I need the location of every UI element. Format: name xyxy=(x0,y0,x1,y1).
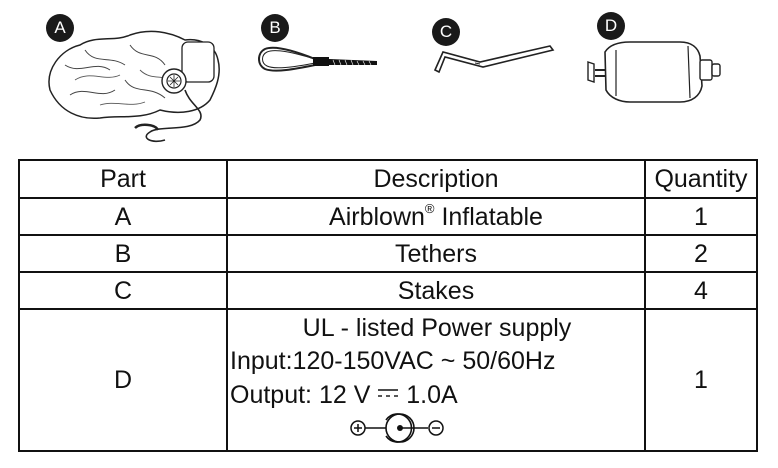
table-row: C Stakes 4 xyxy=(18,271,758,310)
parts-illustrations: A B C D xyxy=(0,0,778,160)
table-row: A Airblown® Inflatable 1 xyxy=(18,197,758,236)
description-suffix: Inflatable xyxy=(434,202,543,231)
badge-d: D xyxy=(597,12,625,40)
badge-c: C xyxy=(432,18,460,46)
quantity-cell: 4 xyxy=(644,271,758,310)
output-current: 1.0A xyxy=(406,381,458,409)
table-row: B Tethers 2 xyxy=(18,234,758,273)
inflatable-icon xyxy=(48,30,220,143)
description-cell: Airblown® Inflatable xyxy=(226,197,646,236)
quantity-cell: 1 xyxy=(644,308,758,452)
input-rating: Input:120-150VAC ~ 50/60Hz xyxy=(230,347,556,375)
registered-mark: ® xyxy=(424,200,435,216)
description-cell: UL - listed Power supply Input:120-150VA… xyxy=(226,308,646,452)
part-cell: A xyxy=(18,197,228,236)
table-row: D UL - listed Power supply Input:120-150… xyxy=(18,308,758,452)
output-voltage: Output: 12 V xyxy=(230,381,371,409)
header-quantity: Quantity xyxy=(644,159,758,199)
table-header-row: Part Description Quantity xyxy=(18,159,758,199)
description-cell: Tethers xyxy=(226,234,646,273)
description-cell: Stakes xyxy=(226,271,646,310)
badge-a: A xyxy=(46,14,74,42)
header-description: Description xyxy=(226,159,646,199)
header-part: Part xyxy=(18,159,228,199)
part-cell: C xyxy=(18,271,228,310)
power-adapter-icon xyxy=(587,41,721,103)
parts-table: Part Description Quantity A Airblown® In… xyxy=(18,159,758,452)
tether-icon xyxy=(258,46,377,72)
dc-symbol-icon xyxy=(378,389,399,397)
polarity-symbol-icon xyxy=(350,413,444,443)
output-rating: Output: 12 V 1.0A xyxy=(230,378,644,412)
badge-b: B xyxy=(261,14,289,42)
description-text: Airblown xyxy=(329,202,425,231)
power-supply-title: UL - listed Power supply xyxy=(302,314,572,342)
part-cell: D xyxy=(18,308,228,452)
quantity-cell: 1 xyxy=(644,197,758,236)
stake-icon xyxy=(433,45,555,74)
quantity-cell: 2 xyxy=(644,234,758,273)
part-cell: B xyxy=(18,234,228,273)
